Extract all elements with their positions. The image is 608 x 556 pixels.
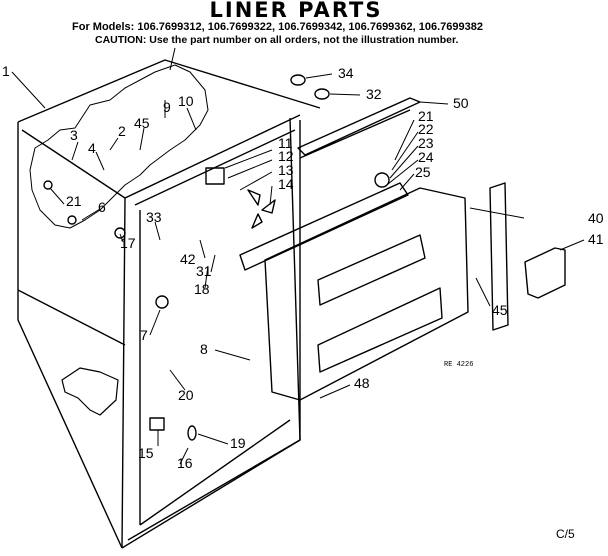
part-21 [43, 180, 53, 190]
insulation-outline [29, 64, 209, 229]
liner-inner-frame [134, 129, 296, 526]
callout-21-left: 21 [66, 193, 82, 209]
side-trim-40 [489, 182, 509, 331]
callout-45-right: 45 [492, 302, 508, 318]
grille-41 [524, 247, 566, 299]
callout-10: 10 [178, 93, 194, 109]
part-34 [290, 74, 306, 86]
drawing-code: RE 4226 [444, 361, 473, 369]
cover-inner-panel [317, 234, 443, 373]
callout-12: 12 [278, 148, 294, 164]
part-17 [114, 227, 126, 239]
part-15 [149, 417, 165, 431]
models-line: For Models: 106.7699312, 106.7699322, 10… [72, 21, 484, 33]
callout-24: 24 [418, 149, 434, 165]
callout-48: 48 [354, 375, 370, 391]
part-12 [205, 167, 225, 185]
duct-bar [239, 182, 409, 271]
callout-33: 33 [146, 209, 162, 225]
divider-line [17, 289, 126, 346]
callout-7: 7 [140, 327, 148, 343]
callout-17: 17 [120, 235, 136, 251]
callout-42: 42 [180, 251, 196, 267]
part-19 [187, 425, 197, 441]
callout-45-top: 45 [134, 115, 150, 131]
part-24 [374, 172, 390, 188]
callout-15: 15 [138, 445, 154, 461]
callout-25: 25 [415, 164, 431, 180]
callout-50: 50 [453, 95, 469, 111]
callout-11: 11 [278, 135, 293, 151]
callout-21-right: 21 [418, 108, 434, 124]
callout-22: 22 [418, 121, 434, 137]
callout-18: 18 [194, 281, 210, 297]
part-7 [155, 295, 169, 309]
cutout-shape [61, 367, 119, 416]
callout-16: 16 [177, 455, 193, 471]
callout-4: 4 [88, 140, 96, 156]
callout-8: 8 [200, 341, 208, 357]
callout-1: 1 [2, 63, 10, 79]
callout-2: 2 [118, 123, 126, 139]
callout-13: 13 [278, 162, 294, 178]
callout-19: 19 [230, 435, 246, 451]
evaporator-cover [264, 187, 469, 401]
part-32 [314, 88, 330, 100]
callout-20: 20 [178, 387, 194, 403]
liner-bottom [121, 120, 301, 549]
callout-40: 40 [588, 210, 604, 226]
callout-3: 3 [70, 127, 78, 143]
callout-31: 31 [196, 263, 212, 279]
page-marker: C/5 [556, 527, 575, 541]
callout-41: 41 [588, 231, 604, 247]
callout-23: 23 [418, 135, 434, 151]
callout-34: 34 [338, 65, 354, 81]
callout-6: 6 [98, 199, 106, 215]
callout-9: 9 [163, 99, 171, 115]
part-6 [67, 215, 77, 225]
fan-blades [247, 189, 276, 229]
caution-line: CAUTION: Use the part number on all orde… [95, 34, 459, 46]
callout-32: 32 [366, 86, 382, 102]
leader-lines [11, 47, 585, 465]
liner-back-top-edge [17, 59, 321, 123]
page-title: LINER PARTS [209, 0, 383, 22]
liner-left-side [17, 122, 123, 549]
callout-14: 14 [278, 176, 294, 192]
